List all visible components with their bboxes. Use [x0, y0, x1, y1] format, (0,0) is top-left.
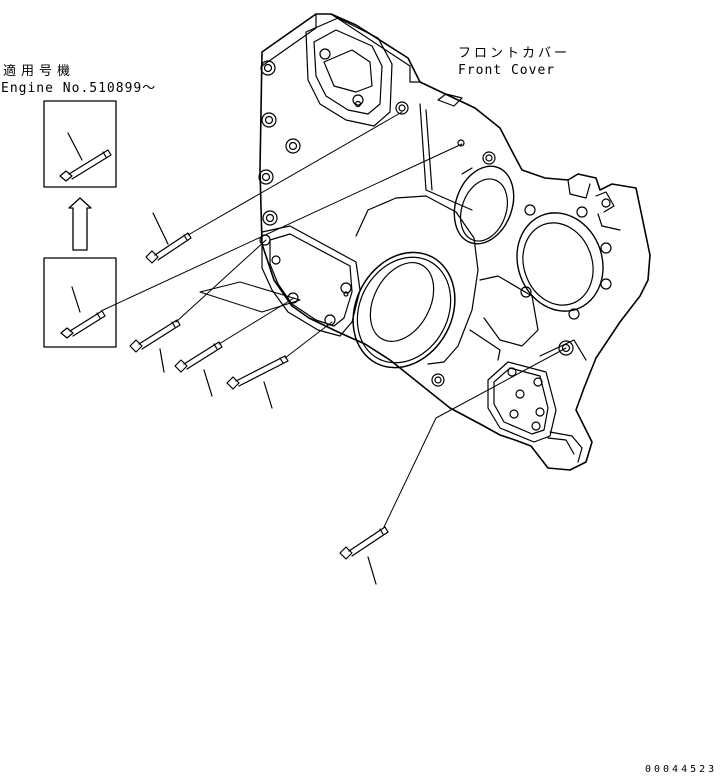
part-name-english: Front Cover: [458, 63, 556, 78]
applicability-engine-number: Engine No.510899〜: [1, 81, 157, 96]
bolt-5: [339, 526, 389, 585]
front-cover-housing: [258, 13, 651, 471]
applicability-title: 適用号機: [3, 64, 76, 79]
applicability-boxes: [43, 100, 117, 348]
drawing-number: 00044523: [645, 764, 718, 775]
bolts: [129, 212, 389, 585]
new-bolt-icon: [59, 132, 112, 182]
old-bolt-icon: [60, 286, 106, 339]
bolt-2: [129, 319, 181, 373]
bolt-4: [226, 355, 289, 409]
bolt-1: [145, 212, 192, 264]
upgrade-arrow: [68, 197, 92, 251]
bolt-3: [174, 341, 223, 397]
leader-lines: [100, 111, 567, 528]
part-name-japanese: フロントカバー: [458, 46, 571, 61]
new-bolt-box: [43, 100, 117, 188]
old-bolt-box: [43, 257, 117, 348]
